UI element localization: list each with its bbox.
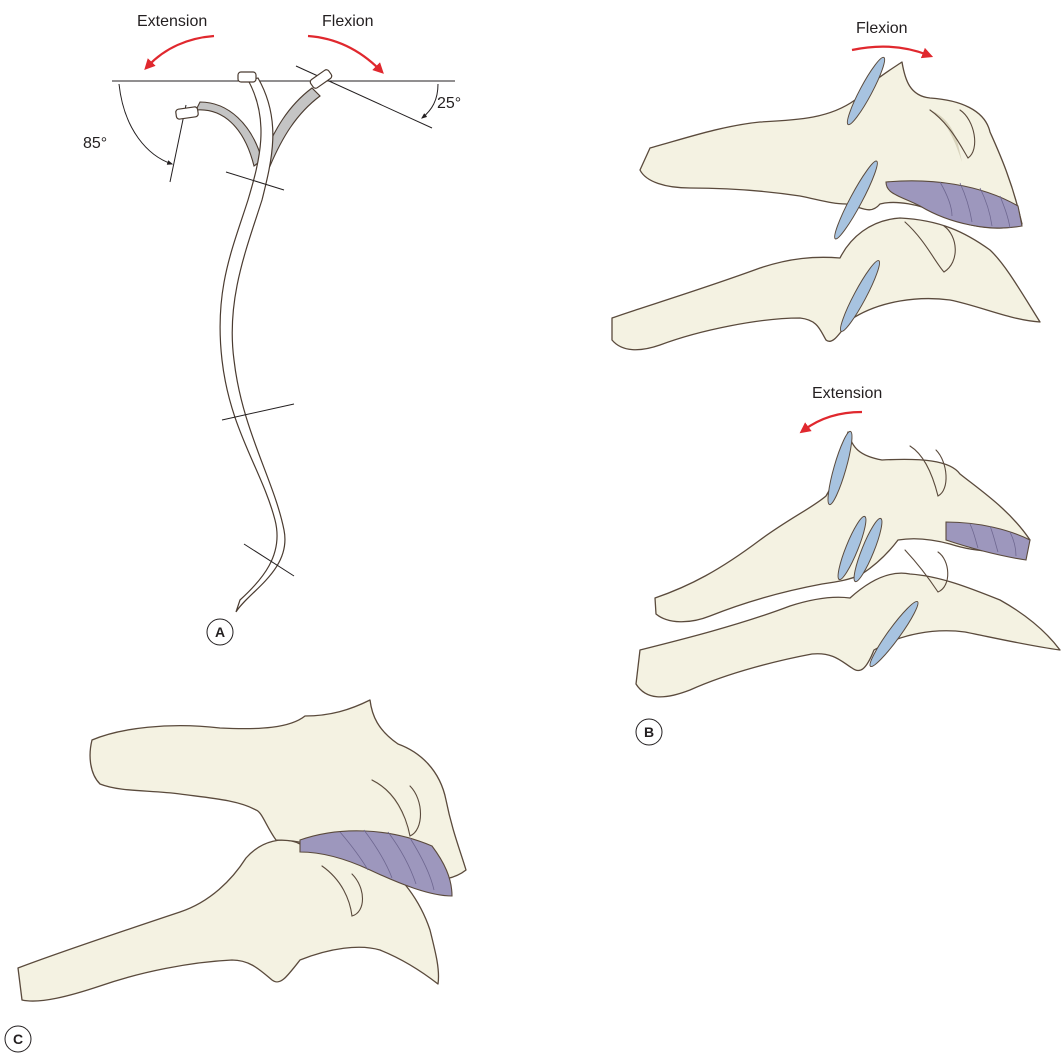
flexion-label-a: Flexion [322,13,374,30]
panel-c: C [5,700,466,1052]
panel-c-label: C [13,1031,23,1047]
flexion-angle-label: 25° [437,95,461,112]
flexion-angle-arc [422,84,438,118]
flexion-instrument-clamp [309,69,333,90]
flexion-label-b: Flexion [856,20,908,37]
panel-b-extension: Extension B [636,385,1060,745]
top-rod-clamp [238,72,256,82]
extension-angle-arc [119,84,172,164]
panel-b-flexion: Flexion [612,20,1040,350]
extension-arrow-b [804,412,862,430]
extension-instrument-arm [196,102,262,166]
panel-a-label: A [215,624,225,640]
flexion-lower-vertebra [612,218,1040,350]
flexion-arrow-a [308,36,380,70]
extension-angle-label: 85° [83,135,107,152]
flexion-arrow-b [852,47,928,55]
extension-label-a: Extension [137,13,207,30]
extension-arrow-a [148,36,214,66]
extension-label-b: Extension [812,385,882,402]
panel-b-label: B [644,724,654,740]
panel-a: Extension Flexion 85° 25° A [83,13,461,645]
extension-instrument-clamp [175,107,198,120]
